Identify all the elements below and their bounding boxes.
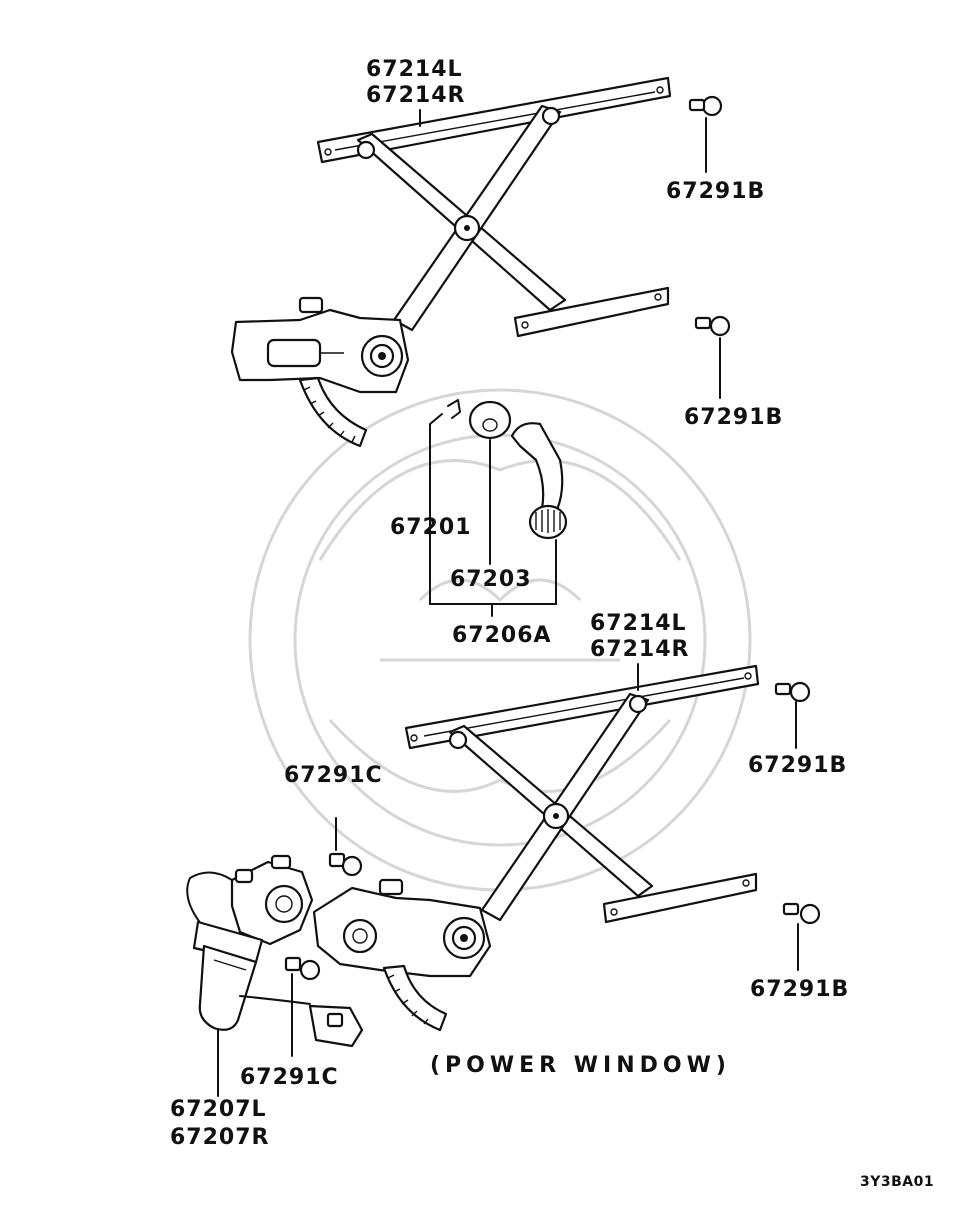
top-bolt-lower-icon: [694, 315, 731, 399]
bottom-bolt-upper-icon: [774, 681, 811, 749]
motor-label-r: 67207R: [170, 1125, 269, 1150]
bottom-bolt-lower-icon: [782, 902, 821, 971]
bottom-regulator-label-l: 67214L: [590, 611, 687, 636]
handle-assy-label: 67206A: [452, 623, 552, 648]
bottom-regulator-label-r: 67214R: [590, 637, 689, 662]
bottom-bolt-upper-label: 67291B: [748, 753, 847, 778]
window-motor-icon: [186, 854, 364, 1097]
clip-icon: [429, 399, 461, 605]
top-bolt-upper-label: 67291B: [666, 179, 765, 204]
diagram-code: 3Y3BA01: [860, 1174, 934, 1190]
top-regulator-label-r: 67214R: [366, 83, 465, 108]
crank-handle-icon: [510, 422, 568, 605]
top-regulator-assembly: [230, 76, 672, 448]
bottom-bolt-lower-label: 67291B: [750, 977, 849, 1002]
clip-label: 67201: [390, 515, 472, 540]
motor-label-l: 67207L: [170, 1097, 267, 1122]
escutcheon-icon: [468, 400, 512, 565]
top-regulator-label-l: 67214L: [366, 57, 463, 82]
top-bolt-lower-label: 67291B: [684, 405, 783, 430]
bottom-regulator-assembly: [312, 664, 760, 1032]
escutcheon-label: 67203: [450, 567, 532, 592]
motor-bolt-lower-label: 67291C: [240, 1065, 339, 1090]
motor-bolt-lower-icon: [284, 956, 321, 1057]
power-window-caption: (POWER WINDOW): [430, 1053, 731, 1078]
top-bolt-upper-icon: [688, 95, 723, 173]
motor-bolt-upper-icon: [328, 817, 363, 877]
motor-bolt-upper-label: 67291C: [284, 763, 383, 788]
